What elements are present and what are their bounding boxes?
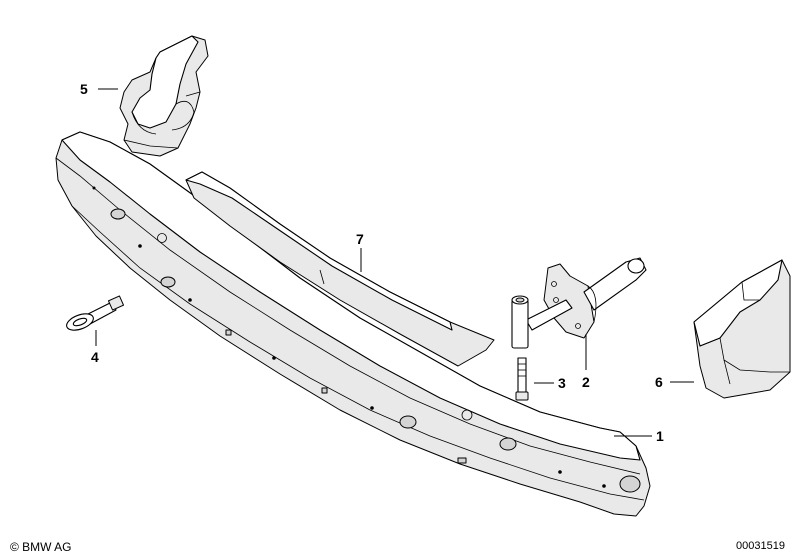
callout-4: 4 [91, 349, 99, 365]
part-5-bracket[interactable] [119, 35, 209, 157]
part-2-mounting-bracket[interactable] [511, 257, 647, 349]
part-4-towing-eye[interactable] [64, 295, 125, 333]
callout-1: 1 [656, 428, 664, 444]
callout-3: 3 [558, 375, 566, 391]
callout-2: 2 [582, 374, 590, 390]
leader-lines [95, 88, 694, 437]
part-7-absorber-strip[interactable] [185, 171, 495, 367]
document-number: 00031519 [736, 540, 785, 552]
callout-labels: 1 2 3 4 5 6 7 [80, 81, 664, 444]
copyright-notice: © BMW AG [10, 540, 72, 554]
callout-6: 6 [655, 374, 663, 390]
part-1-bumper-carrier[interactable] [55, 131, 651, 517]
callout-7: 7 [356, 231, 364, 247]
part-3-bolt[interactable] [515, 357, 529, 401]
callout-5: 5 [80, 81, 88, 97]
part-6-absorber-block[interactable] [693, 259, 791, 399]
